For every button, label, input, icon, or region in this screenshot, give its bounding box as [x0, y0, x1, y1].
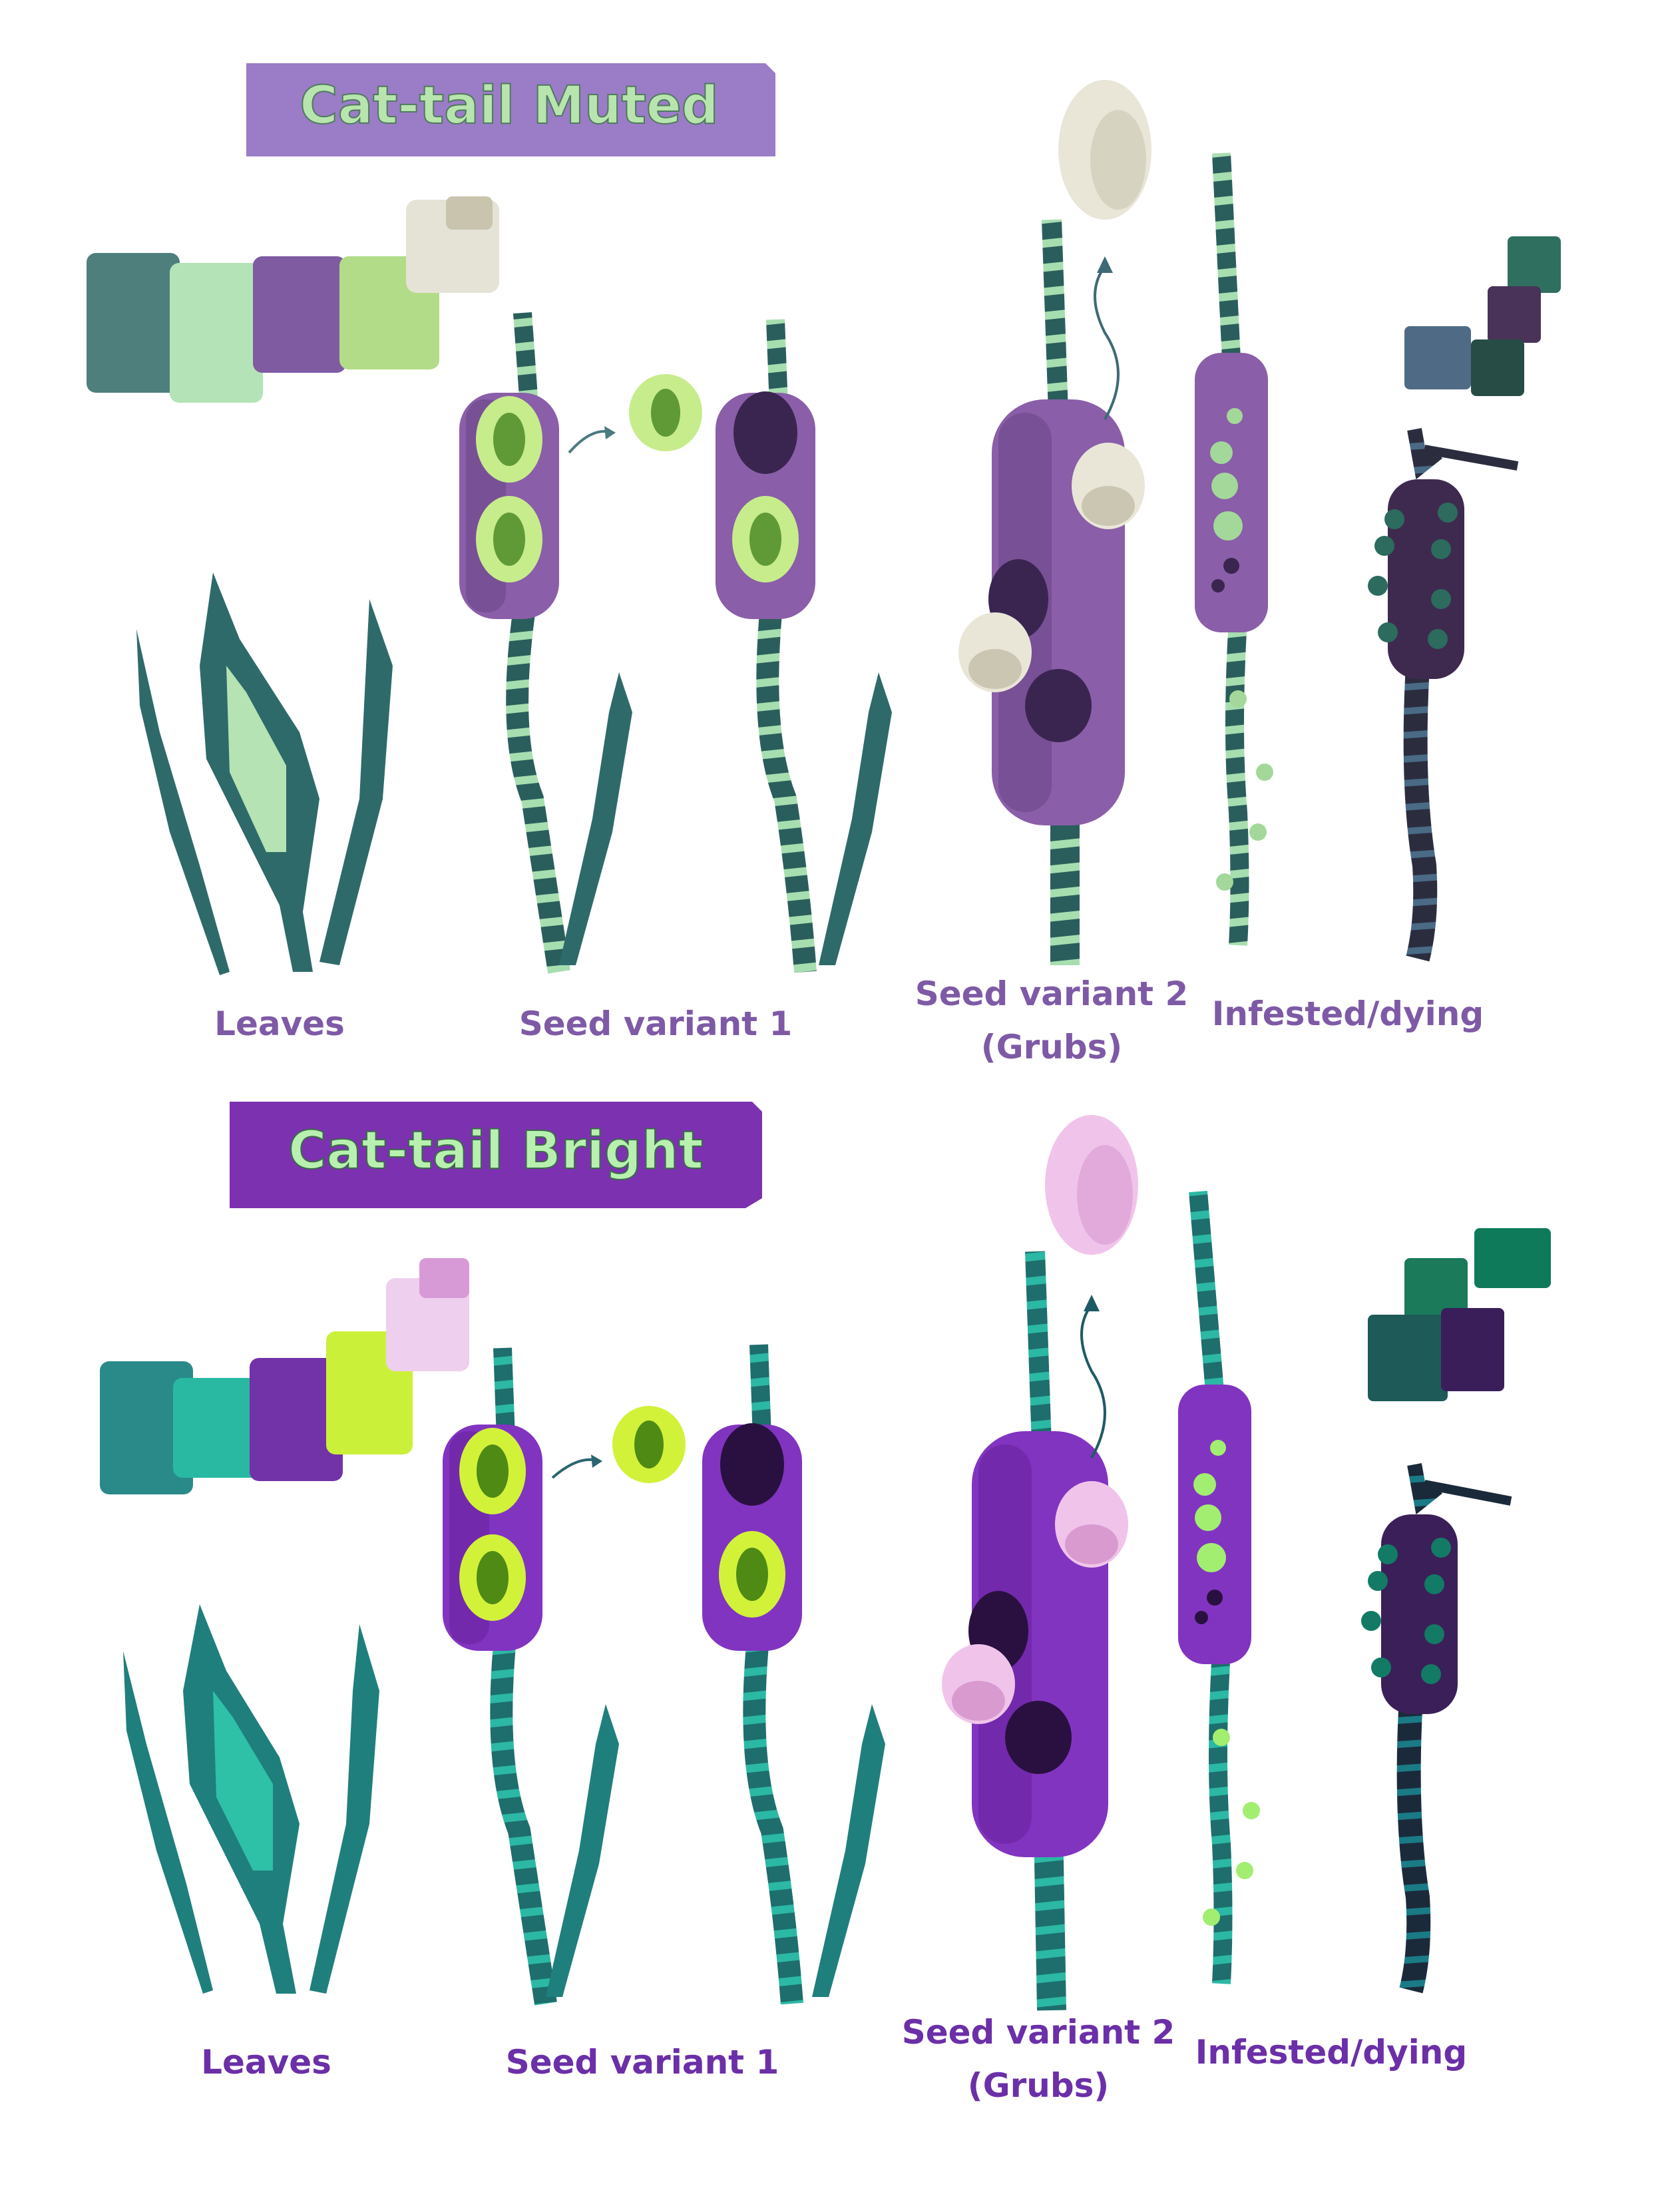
dying-pod — [1388, 479, 1464, 679]
color-swatches — [87, 196, 499, 403]
label-seed-variant-2: Seed variant 2 — [915, 975, 1189, 1013]
swatch — [1441, 1308, 1504, 1391]
swatch — [1368, 1315, 1448, 1401]
empty-socket — [733, 391, 797, 474]
swatch — [173, 1378, 266, 1478]
swatch — [87, 253, 180, 393]
stem — [1403, 665, 1438, 962]
label-seed-variant-1: Seed variant 1 — [506, 2043, 779, 2082]
leaf — [559, 672, 632, 965]
leaf — [812, 1704, 885, 1997]
label-leaves: Leaves — [214, 1004, 345, 1043]
title-banner: Cat-tail Bright — [230, 1102, 762, 1208]
swatch — [1488, 286, 1541, 343]
leaves-illustration — [136, 572, 393, 975]
dying-pod — [1381, 1514, 1458, 1714]
seed-variant-1-illustration — [459, 312, 892, 974]
sheet-bright: Cat-tail Bright — [100, 1102, 1551, 2105]
color-swatches — [100, 1258, 469, 1494]
grub — [1058, 80, 1151, 220]
swatch — [253, 256, 346, 373]
swatch — [170, 263, 263, 403]
swatch — [1404, 326, 1471, 389]
sheet-title: Cat-tail Bright — [288, 1121, 703, 1181]
label-leaves: Leaves — [201, 2043, 331, 2082]
leaf — [546, 1704, 619, 1997]
swatch — [250, 1358, 343, 1481]
leaf — [819, 672, 892, 965]
title-banner: Cat-tail Muted — [246, 63, 775, 156]
label-infested: Infested/dying — [1212, 995, 1484, 1033]
grub — [1072, 443, 1145, 529]
empty-socket — [720, 1423, 784, 1506]
stem — [506, 597, 570, 974]
leaf — [319, 599, 393, 965]
swatch — [386, 1278, 469, 1371]
sheet-muted: Cat-tail Muted — [87, 63, 1561, 1066]
grub — [1045, 1115, 1138, 1255]
leaf — [310, 1624, 379, 1994]
stem — [1396, 1697, 1431, 1994]
swatch — [100, 1361, 193, 1494]
label-seed-variant-1: Seed variant 1 — [519, 1004, 793, 1043]
swatch-accent — [446, 196, 493, 230]
leaf — [123, 1651, 213, 1994]
swatch-accent — [419, 1258, 469, 1298]
swatch — [1508, 236, 1561, 293]
label-infested: Infested/dying — [1195, 2033, 1467, 2072]
seed-variant-2-illustration — [942, 1115, 1138, 2011]
swatch — [1474, 1228, 1551, 1288]
label-seed-variant-2-sub: (Grubs) — [981, 1028, 1123, 1066]
grub — [1055, 1481, 1128, 1568]
stem — [756, 598, 817, 973]
seed-variant-1-illustration — [443, 1344, 885, 2006]
stem — [1209, 1650, 1233, 1984]
swatch — [1471, 339, 1524, 396]
grub — [958, 612, 1032, 692]
stem — [490, 1630, 557, 2006]
banner-shape — [246, 63, 775, 156]
leaves-illustration — [123, 1604, 379, 1994]
banner-shape — [230, 1102, 762, 1208]
infested-illustration — [1178, 1190, 1551, 1994]
label-seed-variant-2: Seed variant 2 — [902, 2013, 1175, 2052]
sheet-title: Cat-tail Muted — [300, 76, 718, 136]
grub — [942, 1644, 1015, 1724]
leaf-inner — [213, 1691, 273, 1871]
leaf — [136, 629, 230, 975]
leaf-inner — [226, 666, 286, 852]
seed-variant-2-illustration — [958, 80, 1151, 965]
stem — [743, 1630, 803, 2005]
infested-illustration — [1195, 152, 1561, 962]
stem — [1225, 618, 1249, 946]
label-seed-variant-2-sub: (Grubs) — [968, 2066, 1110, 2105]
